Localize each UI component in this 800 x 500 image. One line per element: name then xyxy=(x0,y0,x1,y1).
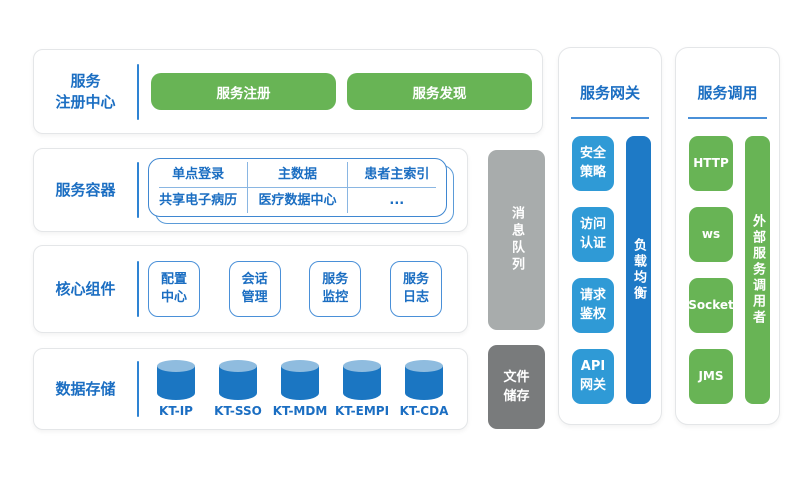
gateway-items: 安全 策略 访问 认证 请求 鉴权 API 网关 xyxy=(572,136,614,404)
message-queue-label: 消息队列 xyxy=(509,206,524,274)
database-item: KT-IP xyxy=(145,360,207,418)
external-caller-bar: 外部服务调用者 xyxy=(745,136,770,404)
container-item: 患者主索引 xyxy=(364,166,430,182)
service-registry-row: 服务 注册中心 服务注册 服务发现 xyxy=(33,49,543,134)
service-invocation-card: 服务调用 HTTP ws Socket JMS 外部服务调用者 xyxy=(675,47,780,425)
title-underline xyxy=(688,117,767,119)
ws-box: ws xyxy=(689,207,733,262)
service-discovery-button: 服务发现 xyxy=(347,73,532,110)
database-item: KT-EMPI xyxy=(331,360,393,418)
jms-box: JMS xyxy=(689,349,733,404)
container-item: 共享电子病历 xyxy=(149,187,249,213)
api-gateway-box: API 网关 xyxy=(572,349,614,404)
container-item: 单点登录 xyxy=(149,161,249,187)
invocation-title: 服务调用 xyxy=(697,84,758,102)
core-components-row: 核心组件 配置 中心 会话 管理 服务 监控 服务 日志 xyxy=(33,245,468,333)
container-item: 医疗数据中心 xyxy=(248,187,348,213)
data-storage-row: 数据存储 KT-IP KT-SSO KT-MDM KT-EMPI KT-CDA xyxy=(33,348,468,430)
session-management-box: 会话 管理 xyxy=(228,261,281,317)
database-item: KT-CDA xyxy=(393,360,455,418)
load-balance-bar: 负载均衡 xyxy=(626,136,651,404)
container-item: 主数据 xyxy=(248,161,348,187)
registry-row-label: 服务 注册中心 xyxy=(55,72,116,111)
invocation-items: HTTP ws Socket JMS xyxy=(688,136,734,404)
database-cylinder-icon xyxy=(219,360,257,400)
service-container-row: 服务容器 单点登录 主数据 患者主索引 共享电子病历 医疗数据中心 ... xyxy=(33,148,468,232)
service-log-box: 服务 日志 xyxy=(389,261,442,317)
label-divider xyxy=(137,162,139,218)
file-storage-label: 文件 储存 xyxy=(503,369,530,405)
title-underline xyxy=(571,117,649,119)
load-balance-label: 负载均衡 xyxy=(631,238,646,302)
database-label: KT-EMPI xyxy=(334,404,390,418)
database-label: KT-IP xyxy=(159,404,193,418)
container-grid-row: 共享电子病历 医疗数据中心 ... xyxy=(149,187,446,213)
file-storage-bar: 文件 储存 xyxy=(488,345,545,429)
database-cylinder-icon xyxy=(157,360,195,400)
database-item: KT-SSO xyxy=(207,360,269,418)
container-row-label: 服务容器 xyxy=(55,180,116,199)
core-boxes: 配置 中心 会话 管理 服务 监控 服务 日志 xyxy=(148,261,442,317)
container-grid-row: 单点登录 主数据 患者主索引 xyxy=(149,161,446,187)
registry-buttons: 服务注册 服务发现 xyxy=(139,73,542,110)
config-center-box: 配置 中心 xyxy=(148,261,200,317)
access-auth-box: 访问 认证 xyxy=(572,207,614,262)
message-queue-bar: 消息队列 xyxy=(488,150,545,330)
storage-row-label: 数据存储 xyxy=(55,379,116,398)
core-row-label: 核心组件 xyxy=(55,279,116,298)
database-list: KT-IP KT-SSO KT-MDM KT-EMPI KT-CDA xyxy=(145,360,455,418)
service-monitor-box: 服务 监控 xyxy=(309,261,362,317)
database-cylinder-icon xyxy=(281,360,319,400)
stack-main-card: 单点登录 主数据 患者主索引 共享电子病历 医疗数据中心 ... xyxy=(148,157,447,217)
database-label: KT-MDM xyxy=(272,404,328,418)
service-container-stack: 单点登录 主数据 患者主索引 共享电子病历 医疗数据中心 ... xyxy=(148,157,454,224)
request-auth-box: 请求 鉴权 xyxy=(572,278,614,333)
label-divider xyxy=(137,261,139,317)
label-divider xyxy=(137,63,139,120)
socket-box: Socket xyxy=(688,278,734,333)
database-cylinder-icon xyxy=(343,360,381,400)
label-divider xyxy=(137,361,139,417)
database-label: KT-SSO xyxy=(214,404,262,418)
security-policy-box: 安全 策略 xyxy=(572,136,614,191)
http-box: HTTP xyxy=(689,136,733,191)
container-item-more: ... xyxy=(389,192,405,208)
gateway-title: 服务网关 xyxy=(579,84,640,102)
service-gateway-card: 服务网关 安全 策略 访问 认证 请求 鉴权 API 网关 负载均衡 xyxy=(558,47,662,425)
database-label: KT-CDA xyxy=(399,404,449,418)
database-cylinder-icon xyxy=(405,360,443,400)
database-item: KT-MDM xyxy=(269,360,331,418)
external-caller-label: 外部服务调用者 xyxy=(750,214,765,326)
invocation-content: HTTP ws Socket JMS 外部服务调用者 xyxy=(676,136,779,404)
service-register-button: 服务注册 xyxy=(151,73,336,110)
gateway-content: 安全 策略 访问 认证 请求 鉴权 API 网关 负载均衡 xyxy=(559,136,661,404)
grid-divider xyxy=(159,186,436,188)
